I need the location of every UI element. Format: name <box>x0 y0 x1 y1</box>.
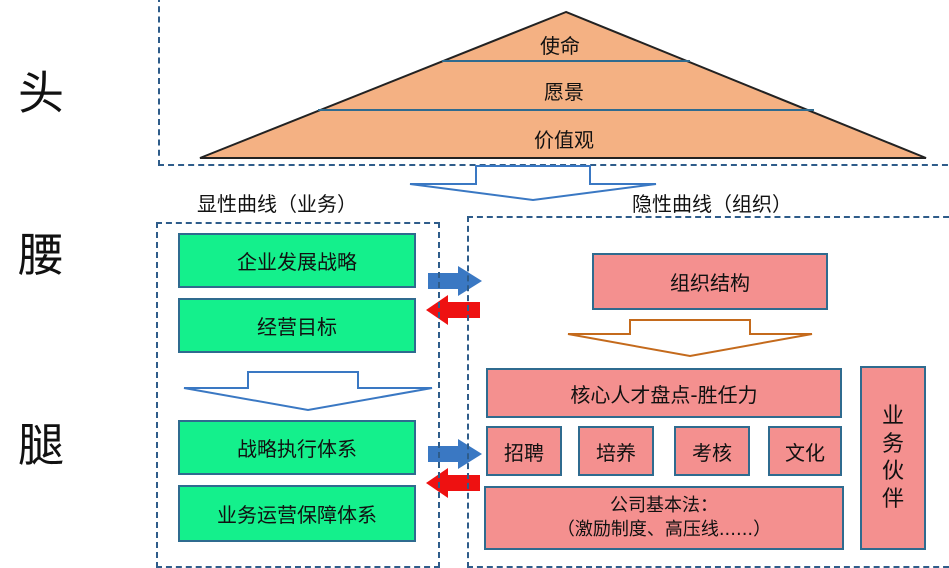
business-partner-char-3: 伙 <box>881 459 904 484</box>
pyramid-tier-vision: 愿景 <box>544 80 584 104</box>
company-law-line2: （激励制度、高压线......） <box>556 519 772 540</box>
business-partner-char-2: 务 <box>881 431 904 457</box>
pyramid-shape <box>199 10 927 159</box>
legs-label: 腿 <box>18 418 64 472</box>
business-goals-box: 经营目标 <box>178 298 416 353</box>
training-box: 培养 <box>578 426 654 476</box>
waist-label: 腰 <box>18 228 64 282</box>
pyramid-tier-values: 价值观 <box>534 128 594 152</box>
business-partner-box: 业 务 伙 伴 <box>860 366 926 550</box>
enterprise-strategy-box: 企业发展战略 <box>178 233 416 288</box>
culture-box: 文化 <box>768 426 842 476</box>
company-law-box: 公司基本法： （激励制度、高压线......） <box>484 486 844 550</box>
operations-support-box: 业务运营保障体系 <box>178 485 416 542</box>
assessment-box: 考核 <box>674 426 750 476</box>
implicit-curve-title: 隐性曲线（组织） <box>632 192 792 216</box>
company-law-line1: 公司基本法： <box>610 494 718 516</box>
head-to-body-arrow <box>409 165 657 202</box>
head-label: 头 <box>18 66 64 120</box>
org-to-talent-arrow <box>567 319 813 358</box>
business-partner-char-4: 伴 <box>881 486 904 512</box>
pyramid-tier-mission: 使命 <box>540 34 580 58</box>
talent-review-box: 核心人才盘点-胜任力 <box>486 368 842 418</box>
business-partner-char-1: 业 <box>881 404 904 429</box>
recruiting-box: 招聘 <box>486 426 562 476</box>
strategy-execution-box: 战略执行体系 <box>178 420 416 475</box>
explicit-curve-title: 显性曲线（业务） <box>197 192 357 216</box>
strategy-to-execution-arrow <box>183 371 433 412</box>
org-structure-box: 组织结构 <box>592 253 828 310</box>
